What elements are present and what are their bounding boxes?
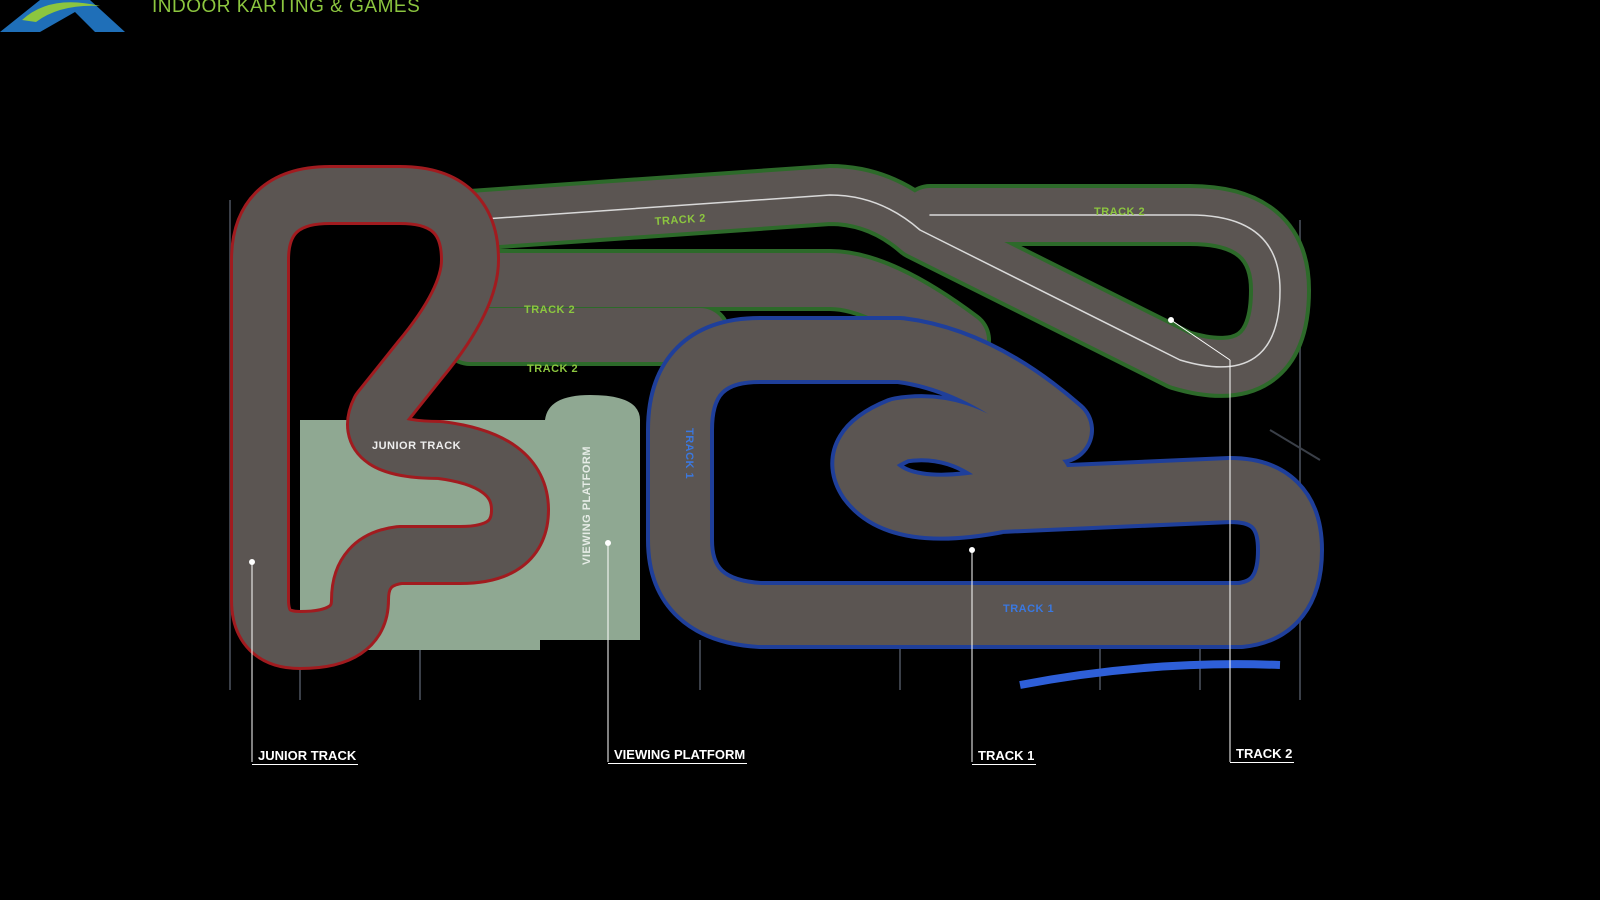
label-track2-b: TRACK 2 <box>1094 206 1145 218</box>
label-viewing-platform: VIEWING PLATFORM <box>581 446 593 565</box>
callout-track-1: TRACK 1 <box>972 748 1037 765</box>
label-track2-d: TRACK 2 <box>527 363 578 375</box>
label-track2-a: TRACK 2 <box>654 212 706 228</box>
brand-tagline: INDOOR KARTING & GAMES <box>152 0 421 17</box>
junior-track <box>230 165 550 670</box>
label-junior-track: JUNIOR TRACK <box>372 440 461 452</box>
callout-track-2: TRACK 2 <box>1230 746 1295 763</box>
brand-logo-icon <box>0 0 125 32</box>
callout-lines <box>249 317 1231 762</box>
label-track2-c: TRACK 2 <box>524 304 575 316</box>
callout-viewing-platform: VIEWING PLATFORM <box>608 747 748 764</box>
label-track1-a: TRACK 1 <box>683 428 695 479</box>
track-1 <box>646 316 1324 649</box>
label-track1-b: TRACK 1 <box>1003 603 1054 615</box>
callout-junior-track: JUNIOR TRACK <box>252 748 359 765</box>
